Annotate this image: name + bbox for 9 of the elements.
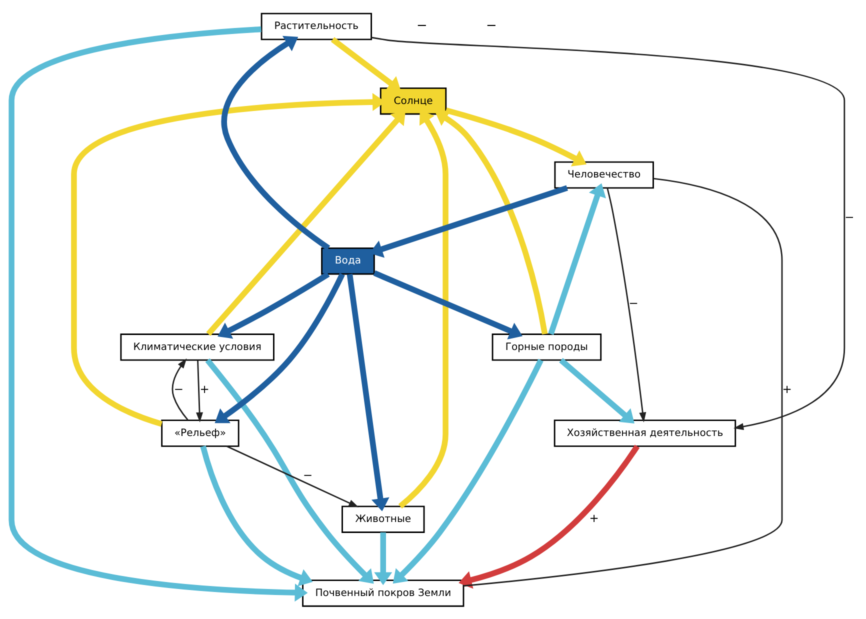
label: − <box>486 18 497 34</box>
edge-label: + <box>782 382 792 396</box>
edge-label: − <box>628 296 638 310</box>
label: − <box>416 18 428 34</box>
edge-label: + <box>200 382 210 396</box>
edge-label: − <box>174 382 184 396</box>
edge-label: − <box>303 468 313 482</box>
edge-label: + <box>589 511 599 526</box>
edge-label: − <box>844 210 854 224</box>
